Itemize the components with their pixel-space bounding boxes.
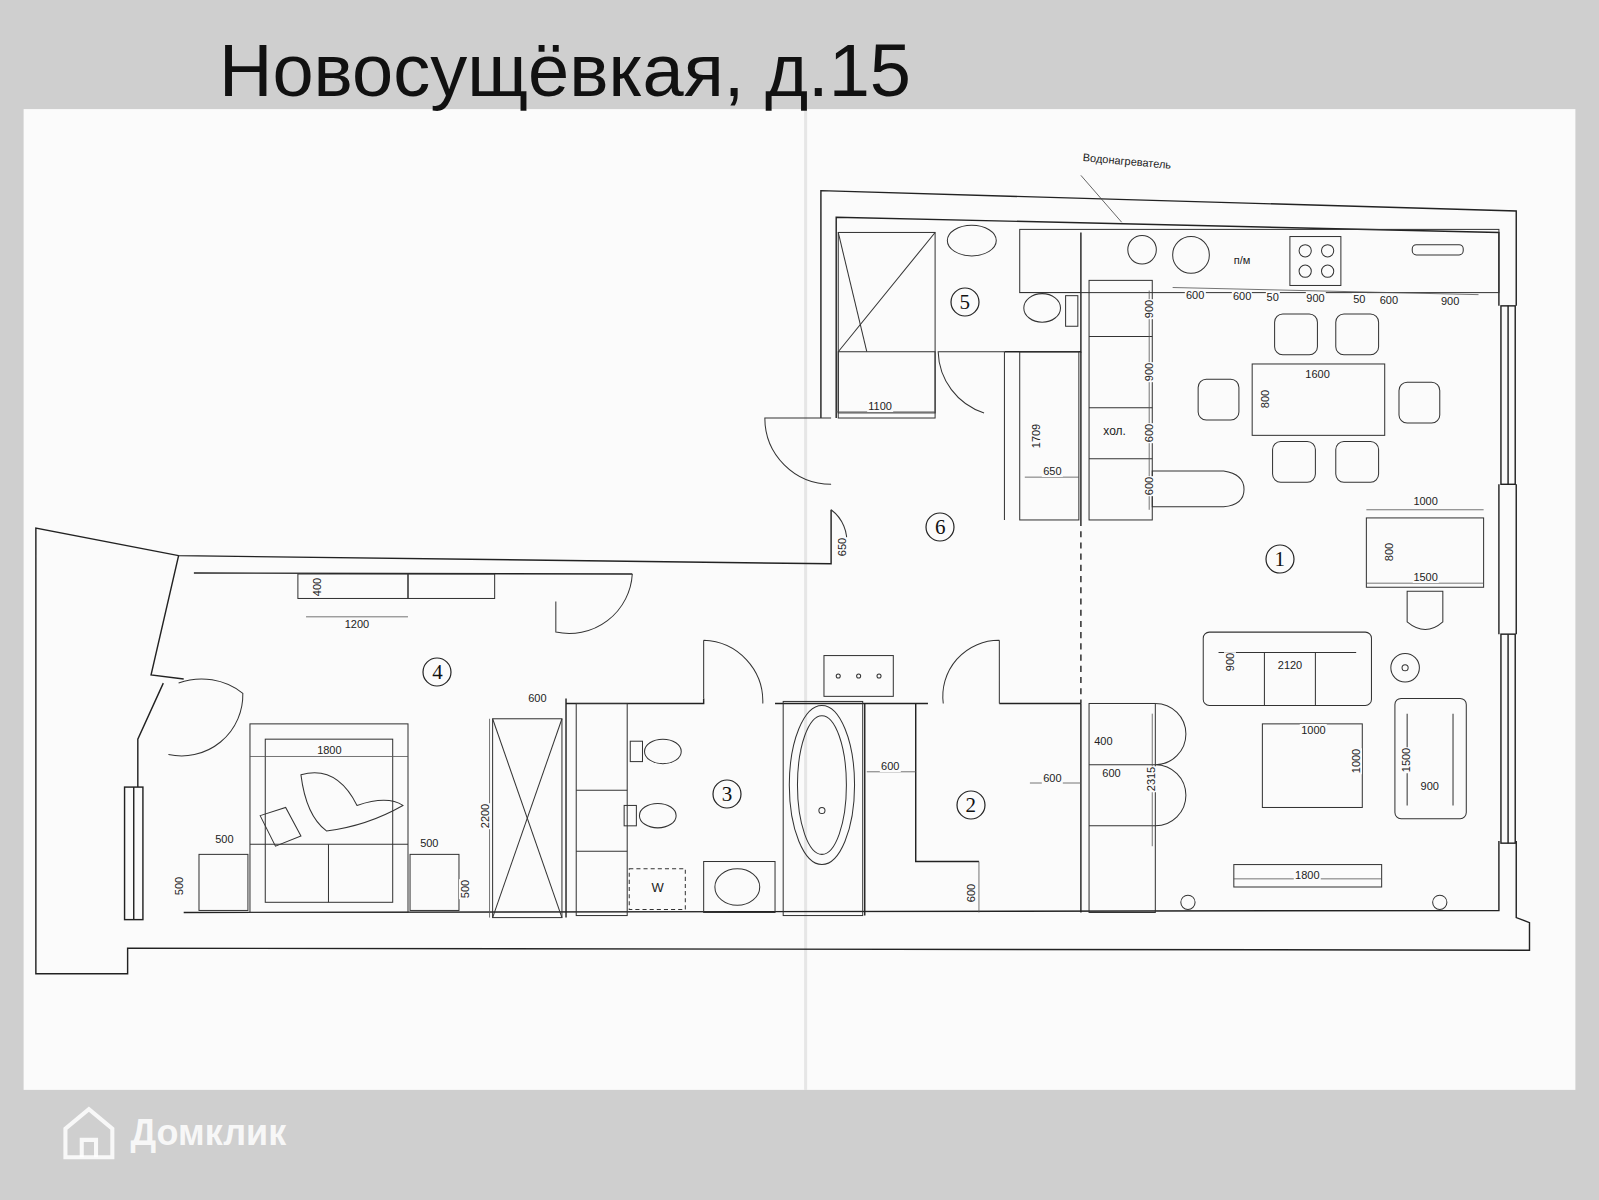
- dimension-label: 600: [527, 692, 547, 704]
- dimension-label: 650: [1042, 465, 1062, 477]
- room-number-text: 6: [925, 512, 955, 542]
- paper-fold: [804, 109, 807, 1090]
- dimension-label: 50: [1266, 291, 1280, 303]
- room-number-text: 4: [422, 657, 452, 687]
- dimension-label: 500: [173, 876, 185, 896]
- room-number-text: 1: [1265, 544, 1295, 574]
- dimension-label: 600: [880, 760, 900, 772]
- room-number: 5: [950, 287, 980, 317]
- dimension-label: 500: [214, 833, 234, 845]
- dimension-label: 1100: [867, 400, 893, 412]
- dimension-label: 800: [1383, 542, 1395, 562]
- dimension-label: 600: [965, 883, 977, 903]
- room-number-text: 2: [956, 790, 986, 820]
- dimension-label: 650: [836, 536, 848, 556]
- dimension-label: 1600: [1304, 368, 1330, 380]
- dimension-lines: [250, 288, 1484, 918]
- room-number: 3: [712, 779, 742, 809]
- appliance-label: W: [651, 882, 665, 894]
- watermark-icon: [65, 1109, 112, 1157]
- appliance-label: хол.: [1102, 425, 1127, 437]
- dimension-label: 400: [1093, 735, 1113, 747]
- room-number-text: 5: [950, 287, 980, 317]
- room-number: 1: [1265, 544, 1295, 574]
- dimension-label: 800: [1259, 389, 1271, 409]
- dimension-label: 900: [1305, 292, 1325, 304]
- room-number: 2: [956, 790, 986, 820]
- dimension-label: 600: [1101, 767, 1121, 779]
- dimension-label: 900: [1420, 780, 1440, 792]
- furniture: [199, 225, 1499, 917]
- dimension-label: 1000: [1412, 495, 1438, 507]
- dimension-label: 1000: [1350, 747, 1362, 773]
- dimension-label: 900: [1143, 362, 1155, 382]
- dimension-label: 600: [1185, 289, 1205, 301]
- dimension-label: 900: [1440, 295, 1460, 307]
- dimension-label: 900: [1224, 652, 1236, 672]
- dimension-label: 600: [1143, 476, 1155, 496]
- dimension-label: 400: [311, 577, 323, 597]
- dimension-label: 1200: [344, 618, 370, 630]
- dimension-label: 600: [1379, 294, 1399, 306]
- dimension-label: 1000: [1300, 724, 1326, 736]
- dimension-label: 1800: [316, 744, 342, 756]
- dimension-label: 500: [419, 837, 439, 849]
- plan-title: Новосущёвкая, д.15: [219, 28, 911, 113]
- dimension-label: 1500: [1400, 746, 1412, 772]
- walls: [36, 191, 1530, 974]
- dimension-label: 1500: [1412, 571, 1438, 583]
- appliance-label: п/м: [1233, 254, 1252, 266]
- dimension-label: 2120: [1277, 659, 1303, 671]
- room-number: 6: [925, 512, 955, 542]
- dimension-label: 600: [1143, 423, 1155, 443]
- dimension-label: 600: [1042, 772, 1062, 784]
- watermark: Домклик: [131, 1112, 287, 1154]
- dimension-label: 600: [1232, 290, 1252, 302]
- paper-sheet: [24, 109, 1576, 1090]
- leader-line: [1081, 175, 1122, 222]
- dimension-label: 900: [1143, 299, 1155, 319]
- dimension-label: 2315: [1145, 766, 1157, 792]
- dimension-label: 1800: [1294, 869, 1320, 881]
- dimension-label: 1709: [1030, 423, 1042, 449]
- doors: [168, 352, 1186, 826]
- dimension-label: 50: [1352, 293, 1366, 305]
- room-number: 4: [422, 657, 452, 687]
- callout-label: Водонагреватель: [1081, 151, 1172, 171]
- dimension-label: 500: [459, 879, 471, 899]
- dimension-label: 2200: [479, 803, 491, 829]
- room-number-text: 3: [712, 779, 742, 809]
